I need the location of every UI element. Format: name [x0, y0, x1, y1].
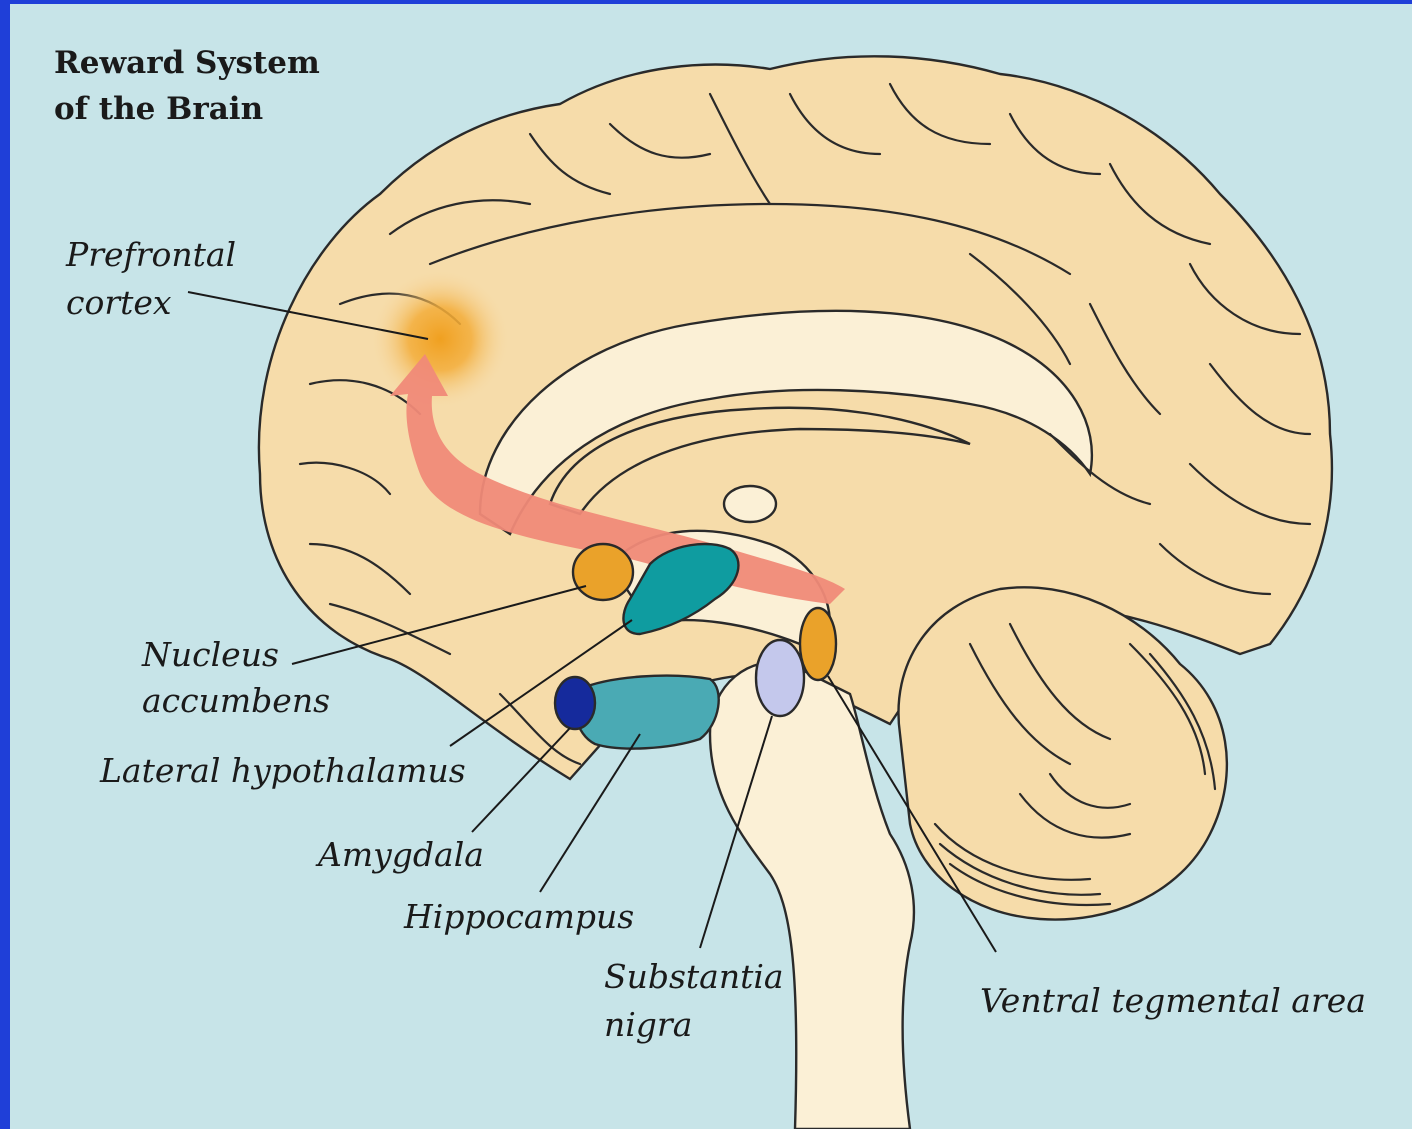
diagram-title: Reward System of the Brain: [54, 40, 320, 132]
thalamus: [724, 486, 776, 522]
brain-diagram: Prefrontal cortex Nucleus accumbens Late…: [10, 4, 1412, 1129]
label-nucleus-accumbens-line1: Nucleus: [141, 635, 279, 674]
label-prefrontal-cortex-line1: Prefrontal: [65, 235, 236, 274]
label-substantia-nigra-line1: Substantia: [604, 957, 784, 996]
amygdala: [555, 677, 595, 729]
label-nucleus-accumbens-line2: accumbens: [142, 681, 330, 720]
nucleus-accumbens: [573, 544, 633, 600]
label-lateral-hypothalamus: Lateral hypothalamus: [99, 751, 466, 790]
hippocampus: [575, 676, 719, 749]
label-ventral-tegmental-area: Ventral tegmental area: [980, 981, 1366, 1020]
title-line-2: of the Brain: [54, 86, 320, 132]
label-prefrontal-cortex-line2: cortex: [66, 283, 172, 322]
label-amygdala: Amygdala: [315, 835, 484, 874]
brainstem: [710, 662, 914, 1129]
cerebellum: [898, 587, 1226, 919]
diagram-frame: Prefrontal cortex Nucleus accumbens Late…: [10, 4, 1412, 1129]
substantia-nigra: [756, 640, 804, 716]
label-substantia-nigra-line2: nigra: [604, 1005, 692, 1044]
title-line-1: Reward System: [54, 40, 320, 86]
ventral-tegmental-area: [800, 608, 836, 680]
label-hippocampus: Hippocampus: [403, 897, 634, 936]
